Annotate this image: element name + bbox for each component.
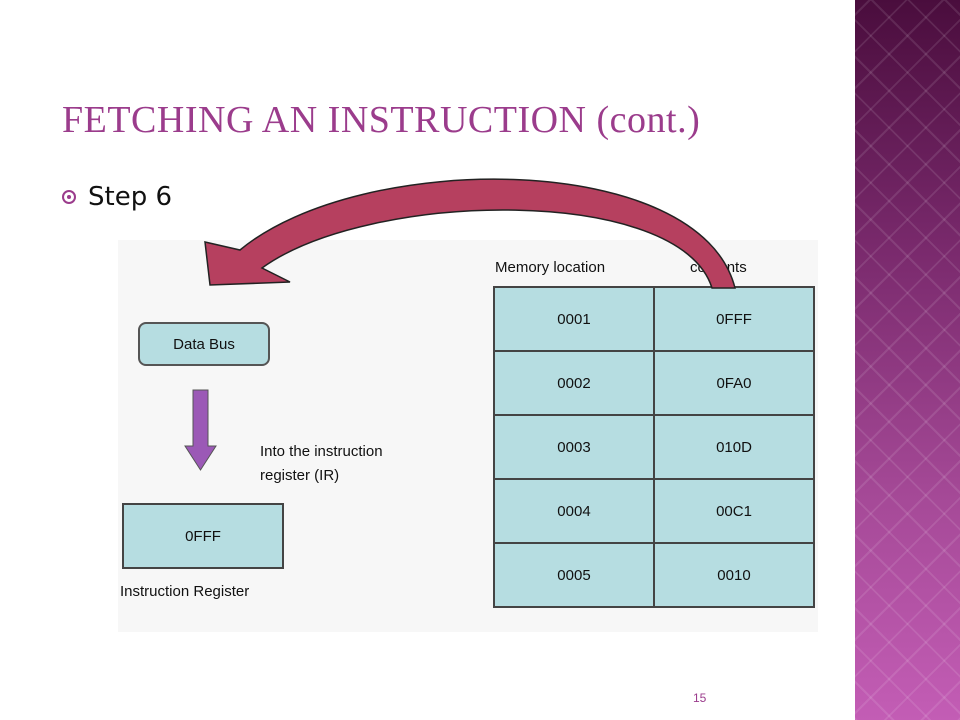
memory-location-header: Memory location (495, 259, 606, 276)
memory-location-cell: 0004 (493, 478, 655, 544)
memory-contents-cell: 0FFF (652, 286, 816, 352)
bullet-circle-icon (62, 190, 76, 204)
bullet-step: Step 6 (62, 182, 172, 212)
page-number: 15 (693, 691, 707, 705)
memory-location-cell: 0001 (493, 286, 655, 352)
ir-note: Into the instruction register (IR) (260, 440, 460, 488)
memory-location-cell: 0005 (493, 542, 655, 608)
instruction-register-label: Instruction Register (120, 583, 250, 600)
memory-location-cell: 0002 (493, 350, 655, 416)
memory-contents-cell: 00C1 (652, 478, 816, 544)
memory-contents-cell: 0FA0 (652, 350, 816, 416)
slide-title: FETCHING AN INSTRUCTION (cont.) (62, 99, 701, 141)
memory-contents-cell: 010D (652, 414, 816, 480)
decorative-side-band (855, 0, 960, 720)
bullet-text: Step 6 (88, 182, 173, 212)
ir-note-line1: Into the instruction (260, 443, 383, 460)
ir-note-line2: register (IR) (260, 467, 340, 484)
down-arrow-icon (184, 389, 217, 471)
curved-arrow-icon (204, 178, 736, 289)
memory-location-cell: 0003 (493, 414, 655, 480)
instruction-register-box: 0FFF (122, 503, 284, 569)
memory-contents-cell: 0010 (652, 542, 816, 608)
data-bus-box: Data Bus (138, 322, 270, 366)
